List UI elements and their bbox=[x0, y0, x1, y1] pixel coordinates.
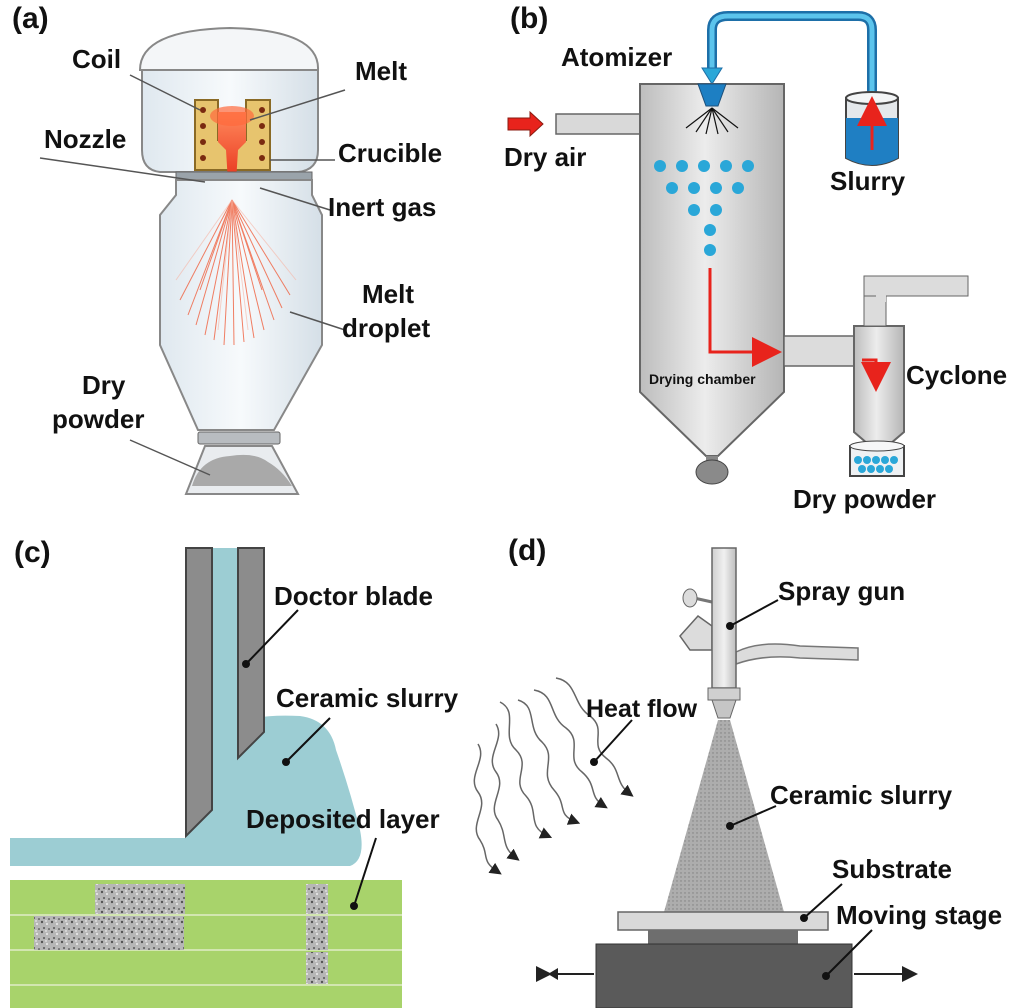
atomizer-lid bbox=[138, 26, 320, 71]
connecting-duct bbox=[783, 335, 855, 367]
moving-stage-label: Moving stage bbox=[836, 900, 1002, 930]
dry-powder-b-label: Dry powder bbox=[793, 484, 936, 514]
panel-d bbox=[473, 547, 918, 1008]
doctor-blade-left bbox=[185, 547, 213, 839]
ceramic-spray-cone bbox=[664, 720, 784, 912]
melt-label: Melt bbox=[355, 56, 407, 86]
coil-dots bbox=[200, 107, 265, 161]
melt-droplet-spray bbox=[179, 199, 291, 346]
substrate bbox=[617, 911, 829, 931]
dry-powder-pile bbox=[192, 454, 292, 486]
slurry-label: Slurry bbox=[830, 166, 906, 196]
panel-c bbox=[10, 547, 402, 1008]
moving-stage bbox=[595, 943, 853, 1008]
ceramic-slurry-c-label: Ceramic slurry bbox=[276, 683, 459, 713]
melt-droplet-label-2: droplet bbox=[342, 313, 430, 343]
atomizer-label: Atomizer bbox=[561, 42, 672, 72]
slurry-droplets bbox=[654, 160, 754, 256]
inert-gas-label: Inert gas bbox=[328, 192, 436, 222]
coil-label: Coil bbox=[72, 44, 121, 74]
spray-gun-label: Spray gun bbox=[778, 576, 905, 606]
spray-gun-knob bbox=[682, 588, 698, 608]
chamber-outlet bbox=[695, 459, 729, 485]
substrate-label: Substrate bbox=[832, 854, 952, 884]
crucible-label: Crucible bbox=[338, 138, 442, 168]
nozzle-plate bbox=[175, 171, 313, 181]
spray-gun-nozzle bbox=[711, 699, 737, 719]
dry-powder-label-2: powder bbox=[52, 404, 144, 434]
panel-b-tag: (b) bbox=[510, 2, 548, 35]
panel-a bbox=[39, 26, 346, 495]
ceramic-slurry-reservoir bbox=[10, 548, 362, 866]
heat-flow-label: Heat flow bbox=[586, 695, 698, 723]
dry-air-arrow-icon bbox=[507, 110, 544, 138]
melt-droplet-label-1: Melt bbox=[362, 279, 414, 309]
drying-chamber-label: Drying chamber bbox=[649, 371, 756, 387]
atomizer-nozzle bbox=[697, 83, 727, 107]
deposited-layer-label: Deposited layer bbox=[246, 804, 440, 834]
collector-flange bbox=[197, 431, 281, 445]
dry-air-inlet bbox=[555, 113, 643, 135]
spray-gun-hose bbox=[735, 643, 859, 666]
panel-c-tag: (c) bbox=[14, 536, 51, 569]
spray-gun-body bbox=[711, 547, 737, 689]
cyclone bbox=[853, 325, 905, 445]
ceramic-region-3 bbox=[306, 884, 328, 914]
ceramic-region-5 bbox=[306, 952, 328, 984]
cyclone-label: Cyclone bbox=[906, 360, 1007, 390]
ceramic-region-2 bbox=[34, 916, 184, 950]
melt bbox=[218, 112, 246, 182]
dry-powder-label-1: Dry bbox=[82, 370, 126, 400]
doctor-blade-label: Doctor blade bbox=[274, 581, 433, 611]
dry-air-label: Dry air bbox=[504, 142, 586, 172]
ceramic-region-4 bbox=[306, 916, 328, 950]
heat-flow-waves bbox=[473, 677, 634, 875]
panel-a-tag: (a) bbox=[12, 2, 49, 35]
nozzle-label: Nozzle bbox=[44, 124, 126, 154]
ceramic-region-1 bbox=[95, 884, 185, 914]
panel-d-tag: (d) bbox=[508, 534, 546, 567]
ceramic-slurry-d-label: Ceramic slurry bbox=[770, 780, 953, 810]
stage-mount bbox=[648, 930, 798, 944]
panel-b bbox=[507, 11, 969, 485]
drying-chamber bbox=[639, 83, 785, 457]
doctor-blade-right bbox=[237, 547, 265, 761]
spray-gun-cup bbox=[679, 615, 713, 651]
